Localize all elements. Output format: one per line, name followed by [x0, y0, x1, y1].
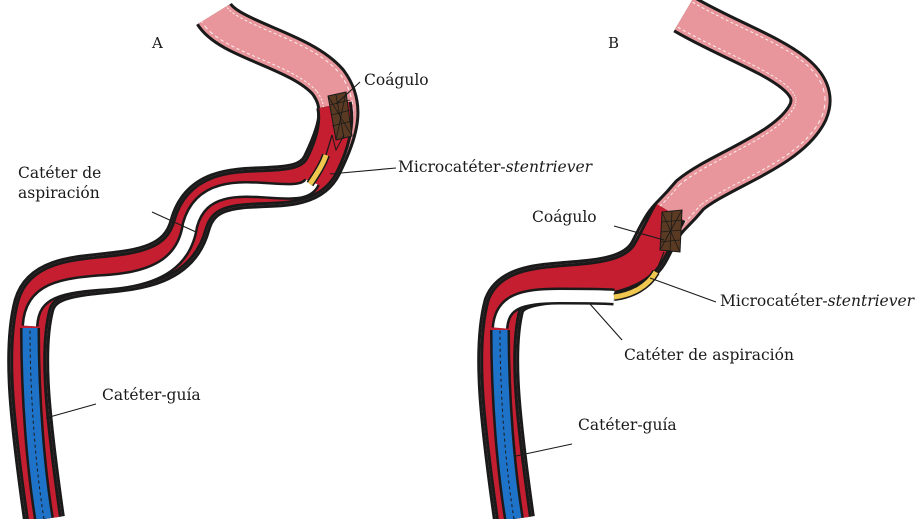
aspiration-label-a-line1: Catéter de	[18, 164, 101, 182]
microcatheter-label-b: Microcatéter-stentriever	[720, 292, 916, 310]
clot-label-b: Coágulo	[532, 208, 597, 226]
guide-label-b: Catéter-guía	[578, 416, 677, 434]
aspiration-label-b: Catéter de aspiración	[624, 346, 794, 364]
panel-b: B Coágulo Microcatéter-stentriever Catét…	[498, 14, 916, 519]
microcatheter-label-a: Microcatéter-stentriever	[398, 158, 594, 176]
aspiration-label-a-line2: aspiración	[18, 184, 100, 202]
guide-leader-a	[46, 404, 96, 418]
guide-label-a: Catéter-guía	[102, 386, 201, 404]
clot-label-a: Coágulo	[364, 71, 429, 89]
aspiration-leader-b	[590, 304, 622, 340]
panel-letter-a: A	[151, 34, 163, 52]
panel-letter-b: B	[608, 34, 619, 52]
clot-b	[660, 210, 682, 252]
microcatheter-leader-b	[650, 278, 716, 302]
catheterised-segment-b	[498, 212, 670, 519]
